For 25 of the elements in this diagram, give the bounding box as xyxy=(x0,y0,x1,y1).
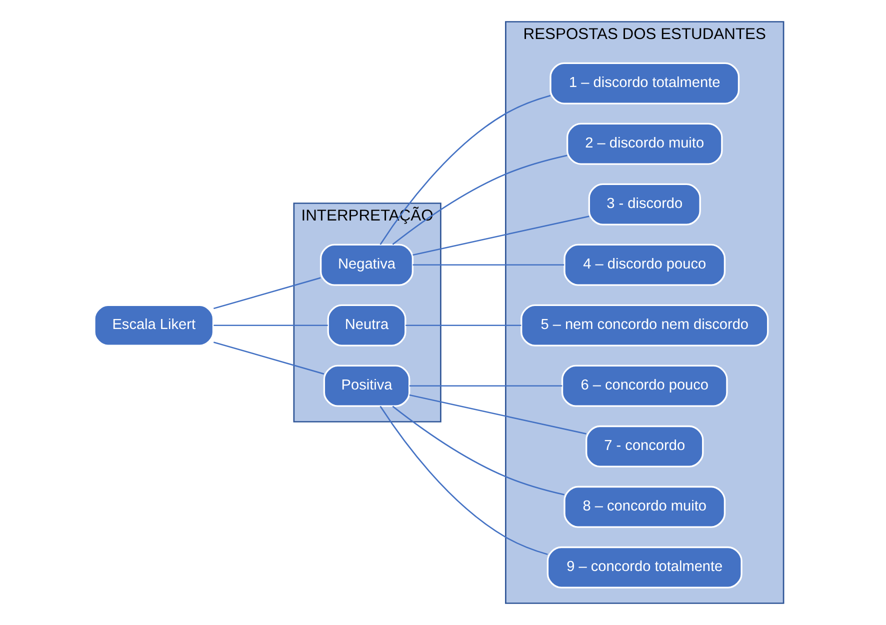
connector xyxy=(392,406,564,496)
node-box: 3 - discordo xyxy=(588,183,700,226)
connector xyxy=(405,324,521,326)
node-box: Positiva xyxy=(322,364,410,407)
connector xyxy=(212,342,324,375)
connector xyxy=(408,394,586,434)
connector xyxy=(212,277,320,310)
node-box: 7 - concordo xyxy=(585,425,704,468)
connector xyxy=(412,216,589,256)
connector xyxy=(412,264,564,266)
node-box: 9 – concordo totalmente xyxy=(546,546,742,588)
node-box: 6 – concordo pouco xyxy=(560,364,728,407)
node-box: Escala Likert xyxy=(93,304,214,346)
node-box: Neutra xyxy=(326,304,406,346)
node-box: 2 – discordo muito xyxy=(566,122,722,165)
connector xyxy=(213,324,328,326)
node-box: 8 – concordo muito xyxy=(563,486,726,528)
connector xyxy=(379,94,550,245)
connector xyxy=(392,154,567,245)
node-box: 1 – discordo totalmente xyxy=(549,62,740,104)
node-box: 5 – nem concordo nem discordo xyxy=(520,304,768,346)
node-box: Negativa xyxy=(319,244,414,286)
connector xyxy=(379,406,548,556)
connector xyxy=(408,385,562,387)
node-box: 4 – discordo pouco xyxy=(563,244,726,286)
